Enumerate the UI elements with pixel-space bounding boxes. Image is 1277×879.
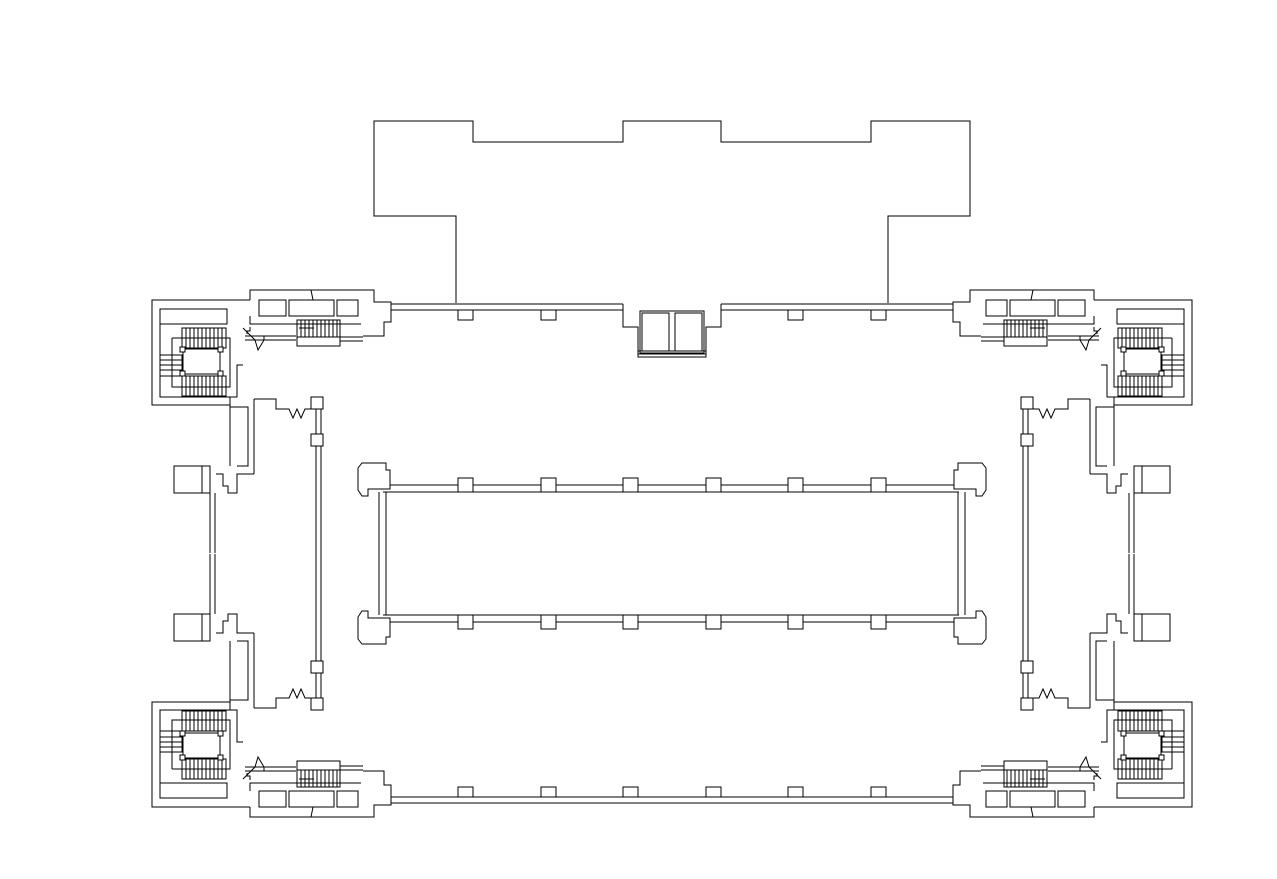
corner-block-top-left xyxy=(151,289,392,554)
inner-corridor-walls xyxy=(311,397,1033,710)
corner-block-top-right xyxy=(952,289,1193,554)
corner-block-bottom-left xyxy=(151,553,392,818)
outer-wall-bottom xyxy=(391,797,953,803)
corner-block-bottom-right xyxy=(952,553,1193,818)
central-lift-core xyxy=(623,304,721,357)
wall-pillars xyxy=(458,310,886,797)
upper-annex-outline xyxy=(374,121,970,303)
central-atrium xyxy=(358,463,986,644)
outer-wall-top xyxy=(391,304,953,310)
